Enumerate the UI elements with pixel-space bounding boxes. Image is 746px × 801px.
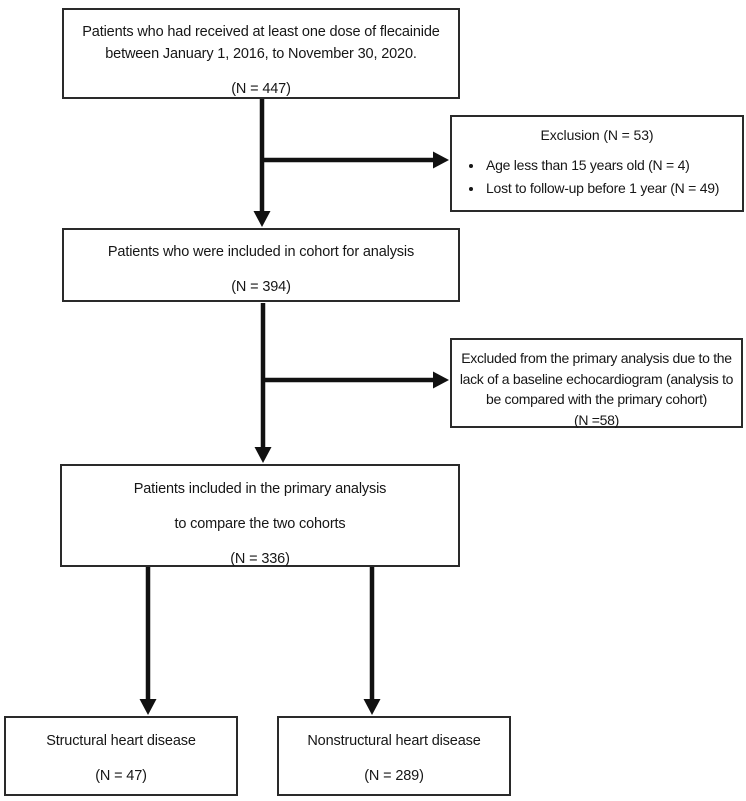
box-text-line: Structural heart disease bbox=[46, 733, 196, 749]
exclusion-bullet: Age less than 15 years old (N = 4) bbox=[484, 154, 742, 177]
exclusion-title: Exclusion (N = 53) bbox=[540, 127, 654, 143]
box-n-count: (N =58) bbox=[574, 411, 619, 428]
box-text-line: Patients who had received at least one d… bbox=[82, 24, 440, 40]
box-text-line: to compare the two cohorts bbox=[174, 516, 346, 532]
box-exclusion-2: Excluded from the primary analysis due t… bbox=[450, 338, 743, 428]
box-text-line: between January 1, 2016, to November 30,… bbox=[105, 46, 417, 62]
box-n-count: (N = 447) bbox=[231, 81, 291, 97]
exclusion-bullet: Lost to follow-up before 1 year (N = 49) bbox=[484, 177, 742, 200]
box-text-line: lack of a baseline echocardiogram (analy… bbox=[459, 370, 734, 387]
box-text-line: Patients included in the primary analysi… bbox=[133, 481, 387, 497]
box-text-line: Excluded from the primary analysis due t… bbox=[461, 350, 732, 366]
box-source-population: Patients who had received at least one d… bbox=[62, 8, 460, 99]
box-n-count: (N = 394) bbox=[231, 279, 291, 295]
box-n-count: (N = 289) bbox=[364, 768, 424, 784]
arrowhead-to-structural bbox=[139, 699, 157, 715]
box-cohort-analysis: Patients who were included in cohort for… bbox=[62, 228, 460, 302]
arrowhead-to-exclusion2 bbox=[433, 371, 449, 389]
box-n-count: (N = 336) bbox=[230, 551, 290, 567]
box-text-line: Patients who were included in cohort for… bbox=[107, 244, 415, 260]
exclusion-bullet-list: Age less than 15 years old (N = 4) Lost … bbox=[452, 154, 742, 200]
arrowhead-cohort-to-primary bbox=[254, 447, 272, 463]
arrowhead-source-to-cohort bbox=[253, 211, 271, 227]
arrowhead-to-exclusion1 bbox=[433, 151, 449, 169]
box-structural-heart-disease: Structural heart disease (N = 47) bbox=[4, 716, 238, 796]
box-text-line: be compared with the primary cohort) bbox=[485, 391, 708, 407]
arrowhead-to-nonstructural bbox=[363, 699, 381, 715]
box-n-count: (N = 47) bbox=[95, 768, 147, 784]
box-exclusion-1: Exclusion (N = 53) Age less than 15 year… bbox=[450, 115, 744, 212]
box-primary-analysis: Patients included in the primary analysi… bbox=[60, 464, 460, 567]
box-text-line: Nonstructural heart disease bbox=[307, 733, 481, 749]
box-nonstructural-heart-disease: Nonstructural heart disease (N = 289) bbox=[277, 716, 511, 796]
